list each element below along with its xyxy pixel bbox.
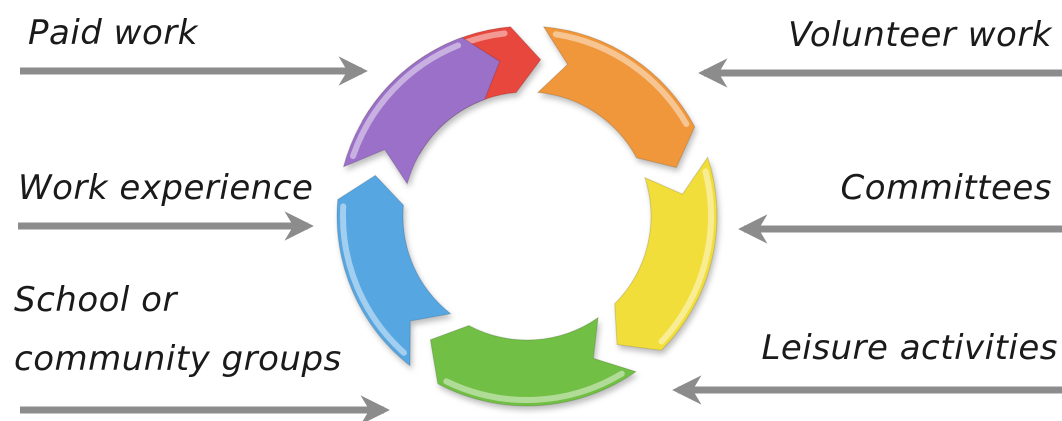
segment-purple [342, 36, 501, 186]
segment-green [429, 316, 638, 407]
segment-orange-highlight [552, 31, 690, 127]
segment-orange [536, 26, 696, 169]
cycle-ring [336, 26, 718, 407]
label-work-experience: Work experience [18, 168, 314, 208]
segment-green-highlight [443, 370, 625, 403]
label-school-line2: community groups [14, 339, 342, 379]
label-paid-work: Paid work [28, 13, 198, 53]
label-school-line1: School or [14, 280, 177, 320]
segment-blue [336, 174, 452, 367]
segment-blue-highlight [340, 203, 407, 356]
segment-yellow [614, 156, 718, 351]
segment-purple-highlight [350, 42, 462, 160]
label-committees: Committees [840, 168, 1052, 208]
label-volunteer-work: Volunteer work [788, 15, 1052, 55]
segment-yellow-highlight [658, 168, 714, 345]
label-leisure-activities: Leisure activities [761, 328, 1058, 368]
